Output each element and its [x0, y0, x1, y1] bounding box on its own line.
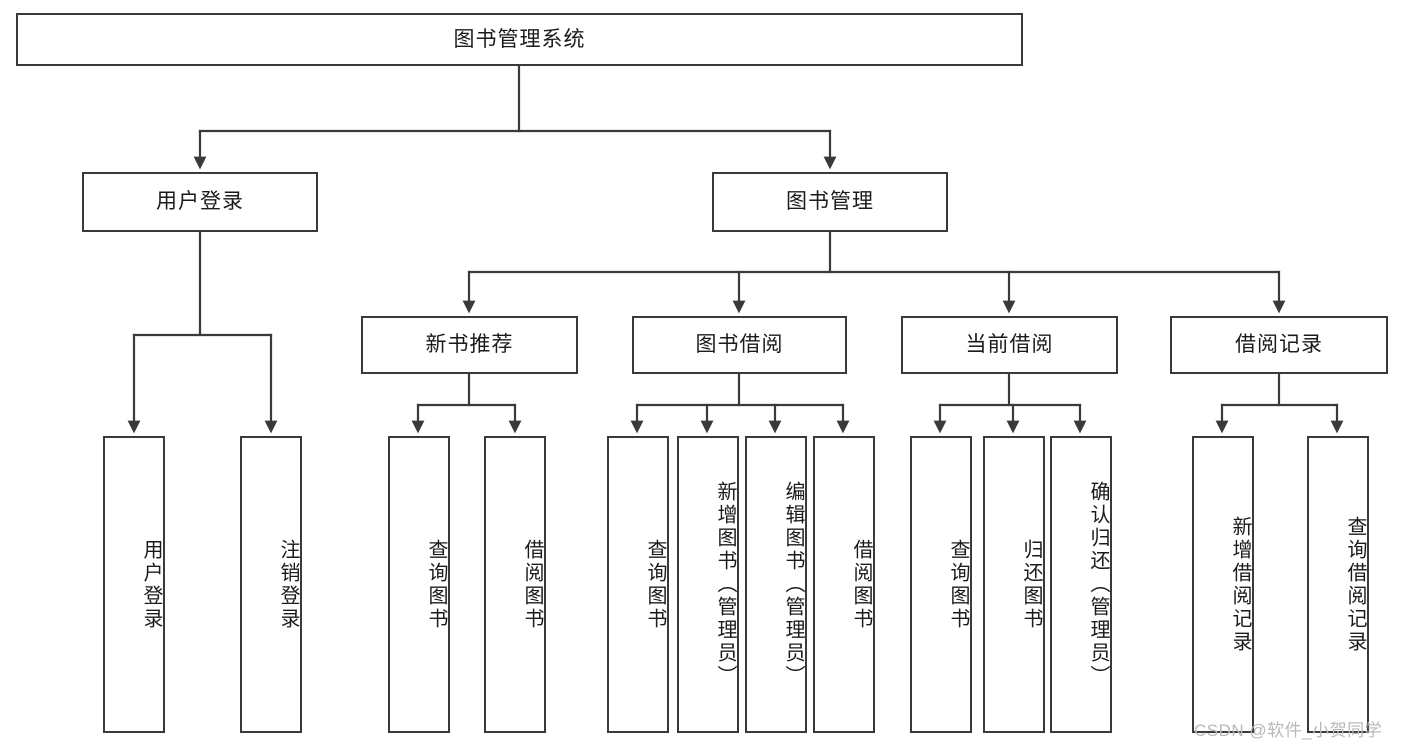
node-root-label: 图书管理系统 [453, 27, 586, 51]
node-leaf-add-record[interactable]: 新增借阅记录 [1192, 436, 1254, 733]
node-leaf-borrow-book-1[interactable]: 借阅图书 [484, 436, 546, 733]
node-book-borrow[interactable]: 图书借阅 [632, 316, 847, 374]
node-leaf-query-book-1-label: 查询图书 [425, 538, 447, 631]
node-book-manage[interactable]: 图书管理 [712, 172, 948, 232]
node-leaf-borrow-book-1-label: 借阅图书 [521, 538, 543, 631]
node-book-manage-label: 图书管理 [786, 190, 874, 214]
node-borrow-record[interactable]: 借阅记录 [1170, 316, 1388, 374]
node-user-login-label: 用户登录 [156, 190, 244, 214]
node-leaf-confirm-return-label: 确认归还（管理员） [1087, 481, 1109, 688]
node-leaf-add-record-label: 新增借阅记录 [1229, 515, 1251, 654]
node-leaf-edit-book-label: 编辑图书（管理员） [782, 481, 804, 688]
csdn-watermark: CSDN @软件_小贺同学 [1194, 721, 1383, 740]
node-leaf-add-book-label: 新增图书（管理员） [714, 481, 736, 688]
node-leaf-user-login-label: 用户登录 [140, 538, 162, 631]
node-book-borrow-label: 图书借阅 [695, 333, 784, 357]
node-leaf-query-book-3-label: 查询图书 [947, 538, 969, 631]
node-new-book-recommend-label: 新书推荐 [425, 333, 514, 357]
node-borrow-record-label: 借阅记录 [1235, 333, 1323, 357]
node-leaf-confirm-return[interactable]: 确认归还（管理员） [1050, 436, 1112, 733]
node-leaf-return-book-label: 归还图书 [1020, 538, 1042, 631]
node-leaf-return-book[interactable]: 归还图书 [983, 436, 1045, 733]
node-user-login[interactable]: 用户登录 [82, 172, 318, 232]
node-leaf-query-book-1[interactable]: 查询图书 [388, 436, 450, 733]
node-leaf-user-login[interactable]: 用户登录 [103, 436, 165, 733]
node-leaf-query-record-label: 查询借阅记录 [1344, 515, 1366, 654]
node-leaf-query-book-3[interactable]: 查询图书 [910, 436, 972, 733]
node-leaf-logout-label: 注销登录 [277, 538, 299, 631]
node-leaf-borrow-book-2-label: 借阅图书 [850, 538, 872, 631]
node-leaf-add-book[interactable]: 新增图书（管理员） [677, 436, 739, 733]
node-leaf-edit-book[interactable]: 编辑图书（管理员） [745, 436, 807, 733]
node-leaf-query-book-2[interactable]: 查询图书 [607, 436, 669, 733]
node-leaf-logout[interactable]: 注销登录 [240, 436, 302, 733]
node-root[interactable]: 图书管理系统 [16, 13, 1023, 66]
node-current-borrow-label: 当前借阅 [965, 333, 1054, 357]
node-current-borrow[interactable]: 当前借阅 [901, 316, 1118, 374]
node-leaf-query-book-2-label: 查询图书 [644, 538, 666, 631]
node-new-book-recommend[interactable]: 新书推荐 [361, 316, 578, 374]
node-leaf-query-record[interactable]: 查询借阅记录 [1307, 436, 1369, 733]
node-leaf-borrow-book-2[interactable]: 借阅图书 [813, 436, 875, 733]
